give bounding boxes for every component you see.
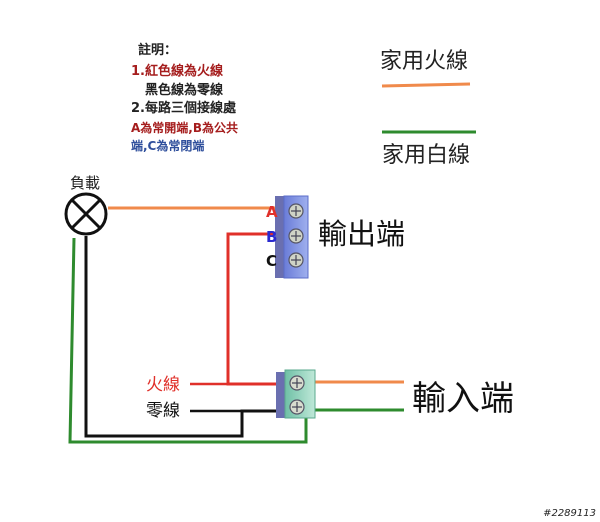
screw-input-hot	[289, 375, 305, 391]
input-terminal-block	[276, 369, 316, 419]
terminal-label-a: A	[266, 203, 278, 221]
notes-heading: 註明：	[138, 42, 177, 58]
screw-c	[288, 252, 304, 268]
terminal-label-c: C	[266, 252, 277, 270]
screw-a	[288, 203, 304, 219]
output-terminal-block: A B C	[266, 195, 309, 279]
legend-hot-line	[381, 82, 471, 88]
notes-block: 註明： 1.紅色線為火線 黑色線為零線 2.每路三個接線處 A為常開端,B為公共…	[131, 42, 238, 153]
legend: 家用火線 家用白線	[380, 49, 476, 168]
wires	[68, 206, 404, 444]
lamp-icon	[64, 192, 108, 236]
screw-input-neutral	[289, 399, 305, 415]
watermark: #2289113	[543, 508, 596, 519]
legend-neutral-label: 家用白線	[382, 143, 470, 168]
screw-b	[288, 228, 304, 244]
notes-line-1: 1.紅色線為火線	[131, 63, 224, 79]
notes-line-2: 黑色線為零線	[145, 82, 224, 98]
notes-line-4: A為常開端,B為公共	[131, 120, 238, 135]
output-terminal-label: 輸出端	[318, 217, 405, 251]
hot-wire-label: 火線	[146, 375, 180, 395]
load-label: 負載	[70, 174, 100, 192]
neutral-wire-label: 零線	[146, 401, 180, 421]
neutral-wire-lamp	[84, 236, 280, 438]
household-neutral-wire	[68, 237, 404, 444]
terminal-label-b: B	[266, 228, 277, 246]
input-terminal-label: 輸入端	[412, 379, 514, 419]
notes-line-3: 2.每路三個接線處	[131, 100, 237, 116]
legend-hot-label: 家用火線	[380, 49, 468, 74]
notes-line-5: 端,C為常閉端	[131, 138, 204, 153]
